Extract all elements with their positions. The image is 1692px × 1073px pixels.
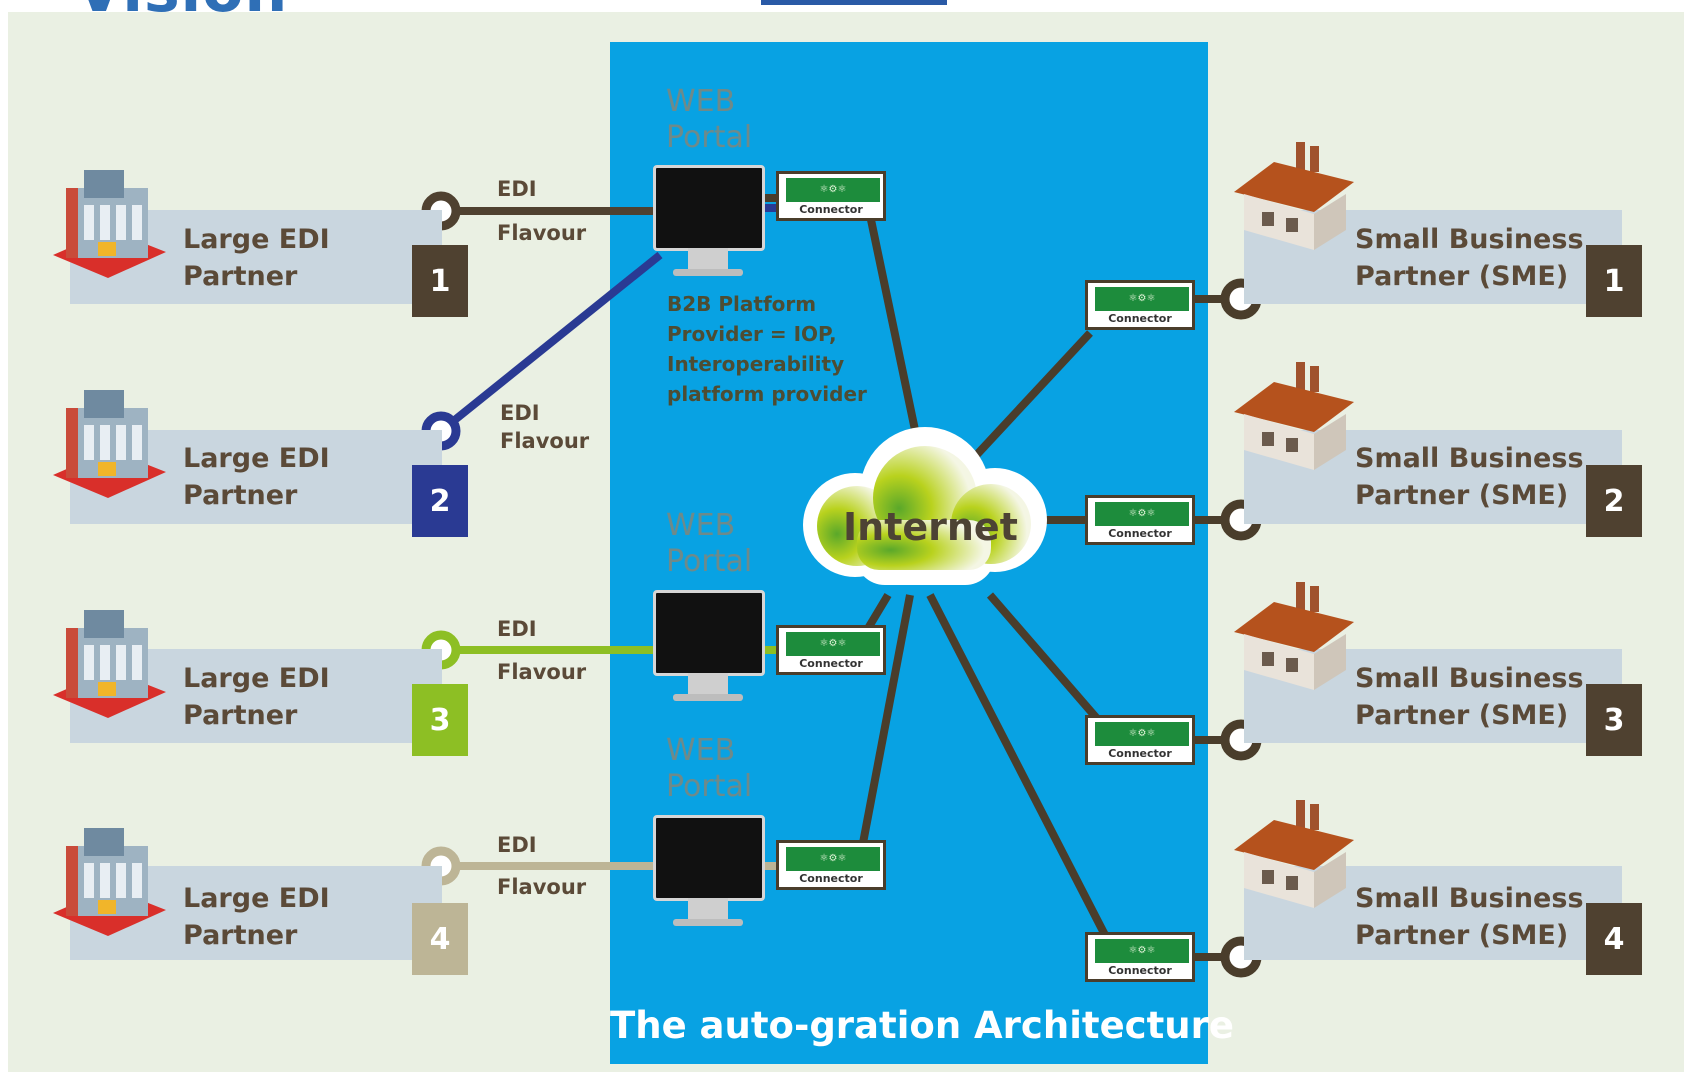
- factory-building-icon: [53, 828, 166, 936]
- factory-building-icon: [53, 390, 166, 498]
- house-factory-icon: [1234, 582, 1354, 690]
- small-partner-number: 3: [1586, 684, 1642, 756]
- house-factory-icon: [1234, 142, 1354, 250]
- flavour-label: Flavour: [497, 875, 587, 899]
- connector-icon: ⚛⚙⚛Connector: [1085, 715, 1195, 765]
- connector-icon: ⚛⚙⚛Connector: [1085, 932, 1195, 982]
- edi-label: EDI: [497, 833, 537, 857]
- flavour-label: Flavour: [497, 221, 587, 245]
- large-partner-number: 3: [412, 684, 468, 756]
- house-factory-icon: [1234, 362, 1354, 470]
- house-factory-icon: [1234, 800, 1354, 908]
- edi-label: EDI: [500, 401, 540, 425]
- spoke-portal-4: [859, 594, 914, 844]
- small-partner-number: 1: [1586, 245, 1642, 317]
- large-partner-number: 1: [412, 245, 468, 317]
- cloud-icon: [803, 427, 1047, 585]
- edi-line-2: [438, 251, 663, 435]
- monitor-icon: [653, 165, 765, 280]
- connector-icon: ⚛⚙⚛Connector: [1085, 280, 1195, 330]
- spoke-sme-4: [926, 593, 1109, 937]
- large-partner-number: 4: [412, 903, 468, 975]
- connector-icon: ⚛⚙⚛Connector: [1085, 495, 1195, 545]
- connector-icon: ⚛⚙⚛Connector: [776, 171, 886, 221]
- spoke-top-connector: [866, 214, 919, 431]
- edi-label: EDI: [497, 617, 537, 641]
- large-partner-number: 2: [412, 465, 468, 537]
- spoke-sme-1: [967, 330, 1093, 465]
- edi-label: EDI: [497, 177, 537, 201]
- spoke-portal-3: [863, 592, 892, 633]
- flavour-label: Flavour: [500, 429, 590, 453]
- connector-icon: ⚛⚙⚛Connector: [776, 840, 886, 890]
- monitor-icon: [653, 590, 765, 705]
- spoke-sme-3: [986, 592, 1104, 725]
- factory-building-icon: [53, 170, 166, 278]
- internet-label: Internet: [843, 505, 1018, 549]
- small-partner-number: 4: [1586, 903, 1642, 975]
- flavour-label: Flavour: [497, 660, 587, 684]
- header-accent-bar: [761, 0, 947, 5]
- factory-building-icon: [53, 610, 166, 718]
- b2b-platform-note: B2B Platform Provider = IOP, Interoperab…: [667, 292, 867, 406]
- connector-icon: ⚛⚙⚛Connector: [776, 625, 886, 675]
- monitor-icon: [653, 815, 765, 930]
- diagram-title: The auto-gration Architecture: [610, 1004, 1234, 1047]
- small-partner-number: 2: [1586, 465, 1642, 537]
